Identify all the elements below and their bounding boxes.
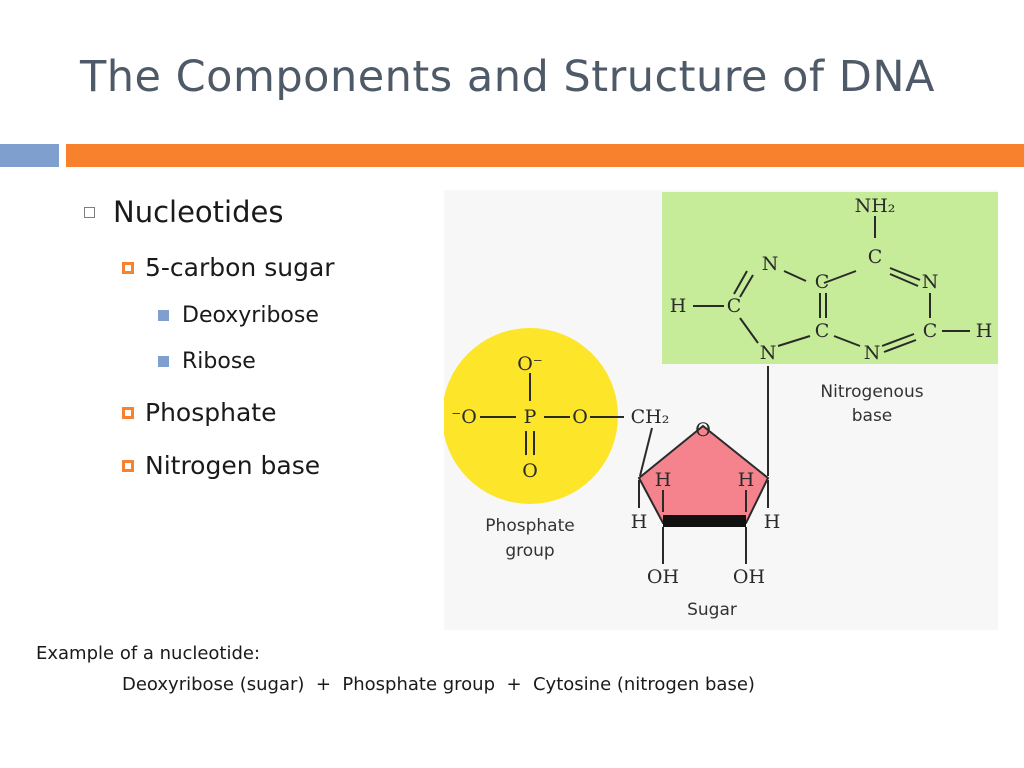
- base-h-left: H: [670, 295, 687, 317]
- base-n1: N: [762, 253, 779, 275]
- phosphate-o-right: O: [572, 406, 588, 428]
- phosphate-circle: [444, 328, 618, 504]
- phosphate-p: P: [524, 406, 537, 428]
- base-c-left: C: [727, 295, 742, 317]
- bullet-phosphate: Phosphate: [122, 398, 276, 427]
- bullet-text: Nucleotides: [113, 195, 284, 229]
- orange-square-bullet-icon: [122, 406, 134, 419]
- bullet-text: Nitrogen base: [145, 451, 321, 480]
- base-c-upper-mid: C: [815, 271, 830, 293]
- sugar-caption: Sugar: [687, 600, 737, 620]
- blue-square-bullet-icon: [158, 356, 169, 367]
- nucleotide-diagram: O⁻ ⁻O P O O CH₂ O H H H H OH OH NH₂ N C …: [444, 190, 998, 630]
- base-panel: [662, 192, 998, 364]
- accent-bar-orange: [66, 144, 1024, 167]
- base-caption-line2: base: [852, 406, 893, 426]
- blue-square-bullet-icon: [158, 310, 169, 321]
- sugar-h-left-out: H: [631, 511, 648, 533]
- base-h-right: H: [976, 320, 993, 342]
- bullet-nitrogen-base: Nitrogen base: [122, 451, 320, 480]
- nucleotide-example-formula: Deoxyribose (sugar) + Phosphate group + …: [122, 674, 755, 695]
- base-n-bottom-left: N: [760, 342, 777, 364]
- phosphate-caption-line2: group: [505, 541, 554, 561]
- sugar-h-left-in: H: [655, 469, 672, 491]
- sugar-oh-left: OH: [647, 566, 679, 588]
- bullet-text: Deoxyribose: [182, 303, 319, 328]
- bullet-ribose: Ribose: [158, 349, 256, 374]
- phosphate-o-top: O⁻: [517, 353, 543, 375]
- hollow-square-bullet-icon: [84, 206, 95, 218]
- bullet-nucleotides: Nucleotides: [84, 195, 283, 229]
- sugar-ring-o: O: [695, 419, 711, 441]
- sugar-h-right-in: H: [738, 469, 755, 491]
- sugar-h-right-out: H: [764, 511, 781, 533]
- phosphate-o-left: ⁻O: [451, 406, 477, 428]
- slide-title: The Components and Structure of DNA: [80, 52, 935, 102]
- base-n-bottom: N: [864, 342, 881, 364]
- bond-lines: [480, 216, 970, 564]
- nucleotide-example-label: Example of a nucleotide:: [36, 643, 261, 664]
- base-n-right: N: [922, 271, 939, 293]
- bullet-text: Ribose: [182, 349, 256, 374]
- base-c-lower-mid: C: [815, 320, 830, 342]
- sugar-ring-thick-edge: [663, 515, 746, 527]
- orange-square-bullet-icon: [122, 261, 134, 274]
- bullet-5-carbon-sugar: 5-carbon sugar: [122, 253, 335, 282]
- bullet-text: Phosphate: [145, 398, 277, 427]
- phosphate-caption-line1: Phosphate: [485, 516, 574, 536]
- orange-square-bullet-icon: [122, 459, 134, 472]
- base-caption-line1: Nitrogenous: [820, 382, 923, 402]
- sugar-oh-right: OH: [733, 566, 765, 588]
- accent-bar-blue: [0, 144, 59, 167]
- base-c-top: C: [868, 246, 883, 268]
- base-c-right: C: [923, 320, 938, 342]
- phosphate-o-bottom: O: [522, 460, 538, 482]
- bullet-text: 5-carbon sugar: [145, 253, 335, 282]
- sugar-ch2: CH₂: [631, 406, 670, 428]
- base-nh2: NH₂: [855, 195, 896, 217]
- bullet-deoxyribose: Deoxyribose: [158, 303, 319, 328]
